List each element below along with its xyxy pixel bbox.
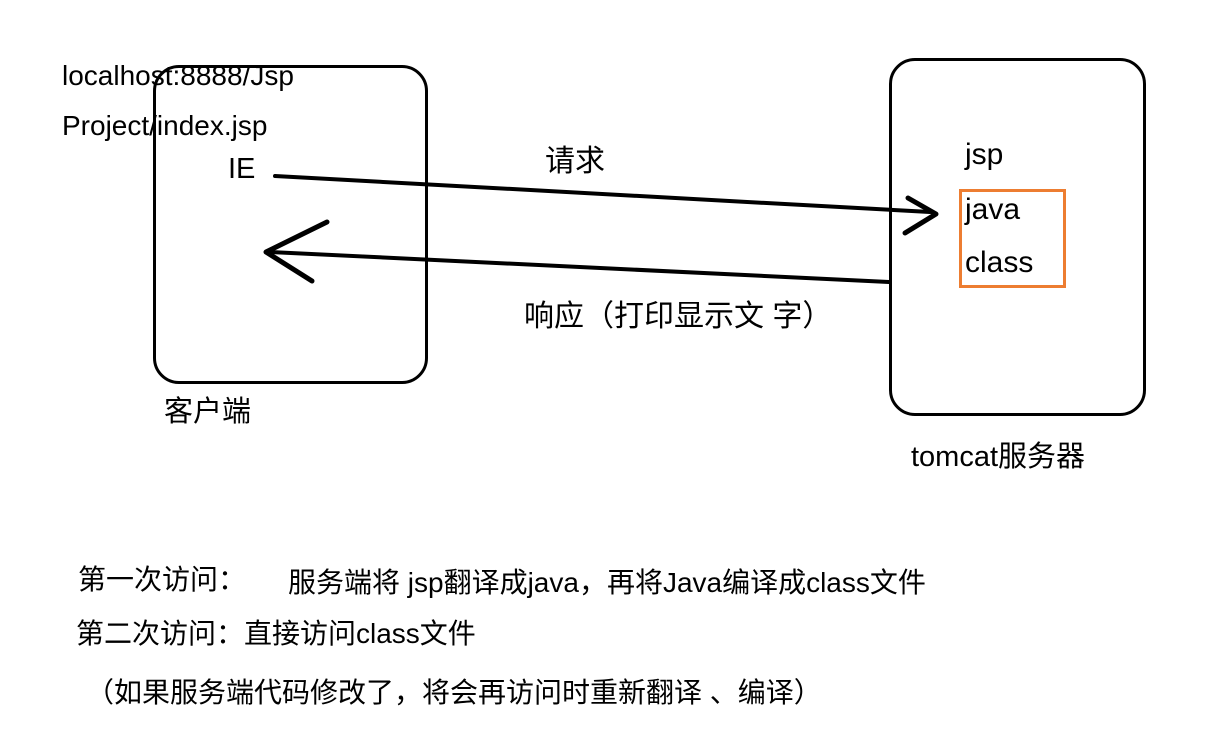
java-class-highlight-box	[959, 189, 1066, 288]
server-item-class: class	[965, 246, 1034, 279]
server-item-java: java	[965, 193, 1021, 226]
note-first-access-body: 服务端将 jsp翻译成java，再将Java编译成class文件	[288, 567, 926, 598]
request-arrow-label: 请求	[545, 145, 605, 178]
response-arrow-label: 响应（打印显示文 字）	[524, 300, 833, 333]
note-recompile-remark: （如果服务端代码修改了，将会再访问时重新翻译 、编译）	[86, 677, 822, 708]
client-url-line-1: localhost:8888/Jsp	[62, 60, 294, 91]
client-caption: 客户端	[164, 396, 252, 428]
client-node-box	[153, 65, 428, 384]
server-caption: tomcat服务器	[911, 441, 1086, 473]
client-url-line-2: Project/index.jsp	[62, 110, 268, 141]
client-browser-label: IE	[228, 153, 256, 185]
server-node-box	[889, 58, 1146, 416]
note-second-access: 第二次访问：直接访问class文件	[76, 618, 476, 649]
note-first-access-label: 第一次访问：	[78, 564, 247, 595]
server-item-jsp: jsp	[965, 138, 1004, 171]
